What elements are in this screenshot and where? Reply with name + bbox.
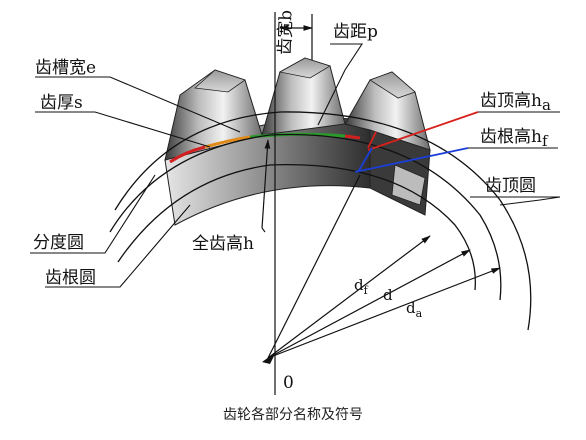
- root-circle-arc: [117, 163, 476, 291]
- pitch-circle-label: 分度圆: [33, 233, 84, 253]
- radii: [267, 174, 501, 359]
- leader-lines: [30, 43, 561, 288]
- whole-depth-label: 全齿高h: [192, 234, 254, 254]
- root-circle-label: 齿根圆: [45, 268, 96, 288]
- d-label: d: [383, 286, 393, 304]
- df-label: df: [354, 276, 369, 297]
- whole-depth-arrow: [261, 139, 271, 229]
- tip-circle-label: 齿顶圆: [485, 176, 536, 196]
- origin-label: 0: [283, 373, 294, 393]
- tip-circle-arc: [114, 111, 532, 331]
- dedendum-line: [354, 147, 469, 173]
- space-width-label: 齿槽宽e: [35, 58, 96, 78]
- reference-arcs: [109, 111, 532, 331]
- da-label: da: [406, 299, 423, 320]
- pitch-label: 齿距p: [333, 22, 378, 42]
- tooth-thickness-label: 齿厚s: [40, 93, 83, 113]
- figure-caption: 齿轮各部分名称及符号: [223, 407, 363, 423]
- pitch-circle-arc: [109, 133, 502, 301]
- dedendum-label: 齿根高hf: [480, 127, 549, 150]
- origin-point: [262, 352, 276, 364]
- addendum-line: [367, 111, 479, 151]
- face-width-label: 齿宽b: [275, 10, 297, 56]
- addendum-label: 齿顶高ha: [480, 91, 551, 114]
